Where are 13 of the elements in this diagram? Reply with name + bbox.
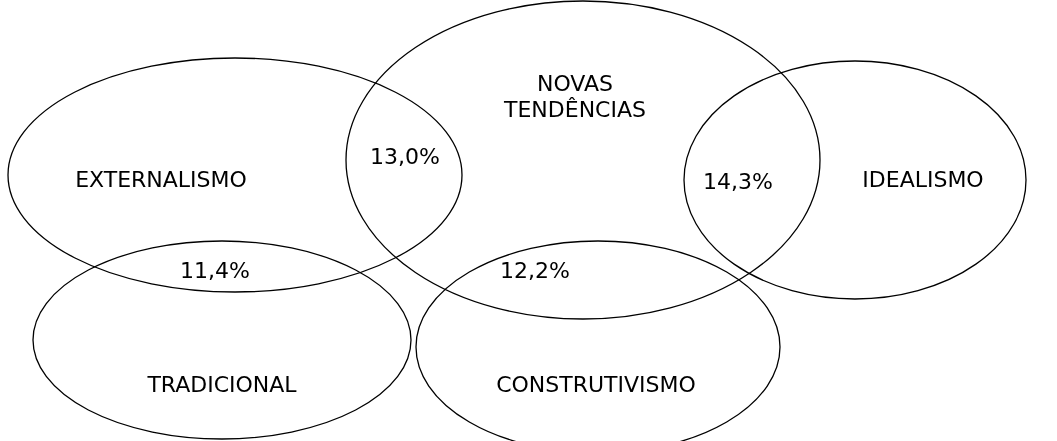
- category-label: IDEALISMO: [861, 166, 985, 194]
- category-label: CONSTRUTIVISMO: [495, 371, 697, 399]
- overlap-percentage: 12,2%: [500, 257, 570, 283]
- overlap-percentage: 13,0%: [370, 143, 440, 169]
- overlap-percentage: 14,3%: [703, 168, 773, 194]
- category-label: NOVAS TENDÊNCIAS: [503, 70, 647, 124]
- category-ellipse: [7, 57, 463, 293]
- category-label: TRADICIONAL: [146, 371, 298, 399]
- category-ellipse: [32, 240, 412, 440]
- overlap-percentage: 11,4%: [180, 257, 250, 283]
- category-label: EXTERNALISMO: [74, 166, 248, 194]
- category-ellipse: [683, 60, 1027, 300]
- category-ellipse: [345, 0, 821, 320]
